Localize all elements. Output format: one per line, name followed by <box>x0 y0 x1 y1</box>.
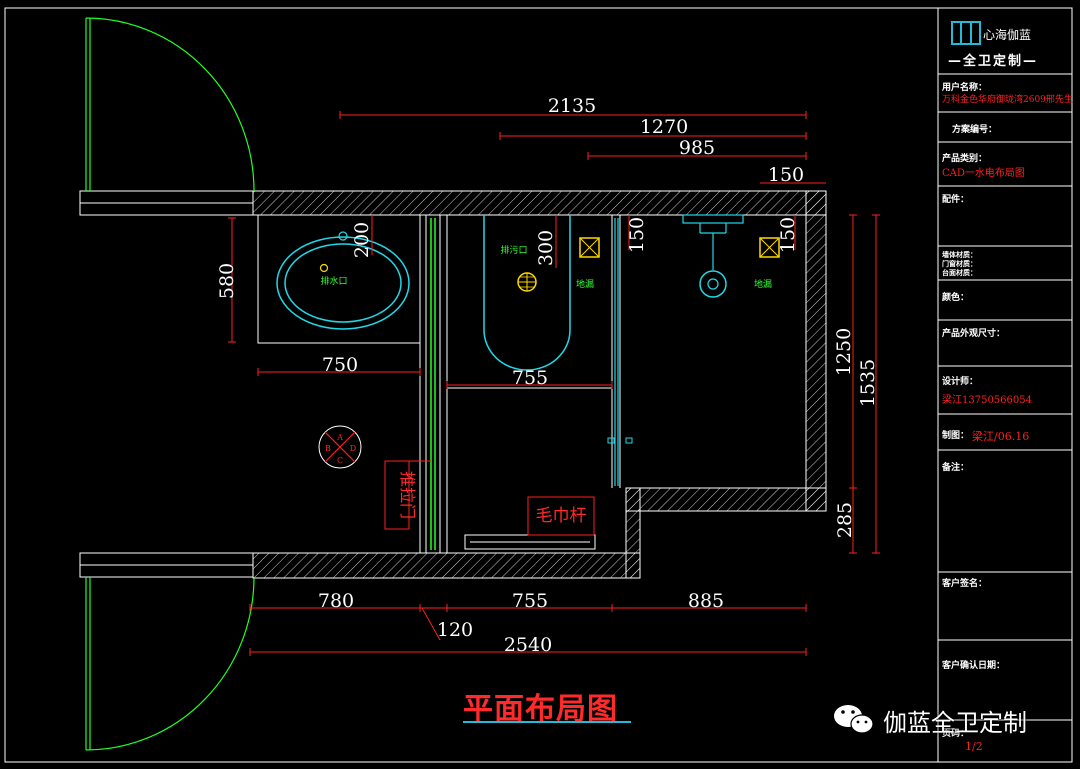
dim-inner-150b: 150 <box>777 217 799 253</box>
dim-bottom-780: 780 <box>318 590 354 612</box>
dim-top-150: 150 <box>768 164 804 186</box>
field-value-category: CAD一水电布局图 <box>942 168 1025 179</box>
field-label-notes: 备注： <box>942 463 970 473</box>
dimension-lines <box>228 111 880 656</box>
watermark-text: 伽蓝全卫定制 <box>883 709 1027 737</box>
dim-right-285: 285 <box>834 502 856 538</box>
dim-bottom-120: 120 <box>437 619 473 641</box>
field-label-page: 页码： <box>942 729 970 739</box>
shower-fixture <box>682 214 744 298</box>
watermark: 伽蓝全卫定制 <box>827 703 1027 738</box>
dim-bottom-2540: 2540 <box>504 634 552 656</box>
label-towel-bar: 毛巾杆 <box>536 506 587 526</box>
field-label-designer: 设计师： <box>942 377 979 387</box>
field-label-color: 颜色： <box>942 293 970 303</box>
dim-bottom-885: 885 <box>688 590 724 612</box>
compass-symbol: A B C D <box>318 425 362 469</box>
towel-bar <box>464 534 596 550</box>
dim-left-580: 580 <box>216 263 238 299</box>
sliding-door <box>430 218 436 550</box>
field-label-counter-material: 台面材质： <box>942 269 977 277</box>
brand-name: 心海伽蓝 <box>983 28 1032 42</box>
dim-top-2135: 2135 <box>548 95 596 117</box>
dim-inner-300: 300 <box>535 230 557 266</box>
dim-inner-750: 750 <box>322 354 358 376</box>
field-value-designer: 梁江13750566054 <box>942 395 1032 406</box>
wash-basin <box>257 214 421 344</box>
field-label-category: 产品类别： <box>942 154 988 164</box>
compass-c: C <box>337 456 343 465</box>
field-label-wall-material: 墙体材质： <box>942 251 977 259</box>
label-floor-drain-1: 地漏 <box>576 278 594 290</box>
glass-screen <box>607 218 633 486</box>
field-label-customer: 用户名称： <box>942 83 988 93</box>
compass-d: D <box>350 444 356 453</box>
field-label-parts: 配件： <box>942 195 970 205</box>
title-underline <box>463 721 631 723</box>
field-label-drafter: 制图： <box>942 431 970 441</box>
dim-inner-200: 200 <box>351 222 373 258</box>
field-label-confirm-date: 客户确认日期： <box>942 661 1006 671</box>
field-value-page: 1/2 <box>965 740 983 753</box>
brand-subtitle: —全卫定制— <box>948 54 1039 69</box>
watermark-icon-space <box>827 720 875 721</box>
dim-inner-150a: 150 <box>626 217 648 253</box>
field-label-size: 产品外观尺寸： <box>942 329 1006 339</box>
compass-a: A <box>336 433 343 442</box>
dim-top-1270: 1270 <box>640 116 688 138</box>
dim-inner-755: 755 <box>512 367 548 389</box>
title-block-frame <box>937 7 1073 763</box>
label-basin-drain: 排水口 <box>320 275 347 287</box>
dim-right-1250: 1250 <box>833 328 855 376</box>
field-value-drafter: 梁江/06.16 <box>972 430 1030 443</box>
brand-logo <box>951 21 981 45</box>
dim-right-1535: 1535 <box>857 359 879 407</box>
entry-doors <box>79 17 255 751</box>
label-sliding-door: 推拉门 <box>398 471 417 519</box>
floor-drain-1 <box>579 237 600 258</box>
compass-b: B <box>325 444 331 453</box>
field-value-customer: 万科金色华府御珑湾2609邢先生 <box>942 95 1073 105</box>
dim-top-985: 985 <box>679 137 715 159</box>
field-label-scheme: 方案编号： <box>952 125 998 135</box>
floor-drain-2 <box>759 237 780 258</box>
walls <box>252 190 827 579</box>
wechat-icon <box>834 705 874 734</box>
label-sewage-outlet: 排污口 <box>500 244 527 256</box>
toilet <box>483 215 571 371</box>
dim-bottom-755: 755 <box>512 590 548 612</box>
field-label-door-material: 门窗材质： <box>942 260 977 268</box>
label-floor-drain-2: 地漏 <box>754 278 772 290</box>
field-label-client-signature: 客户签名： <box>942 579 988 589</box>
